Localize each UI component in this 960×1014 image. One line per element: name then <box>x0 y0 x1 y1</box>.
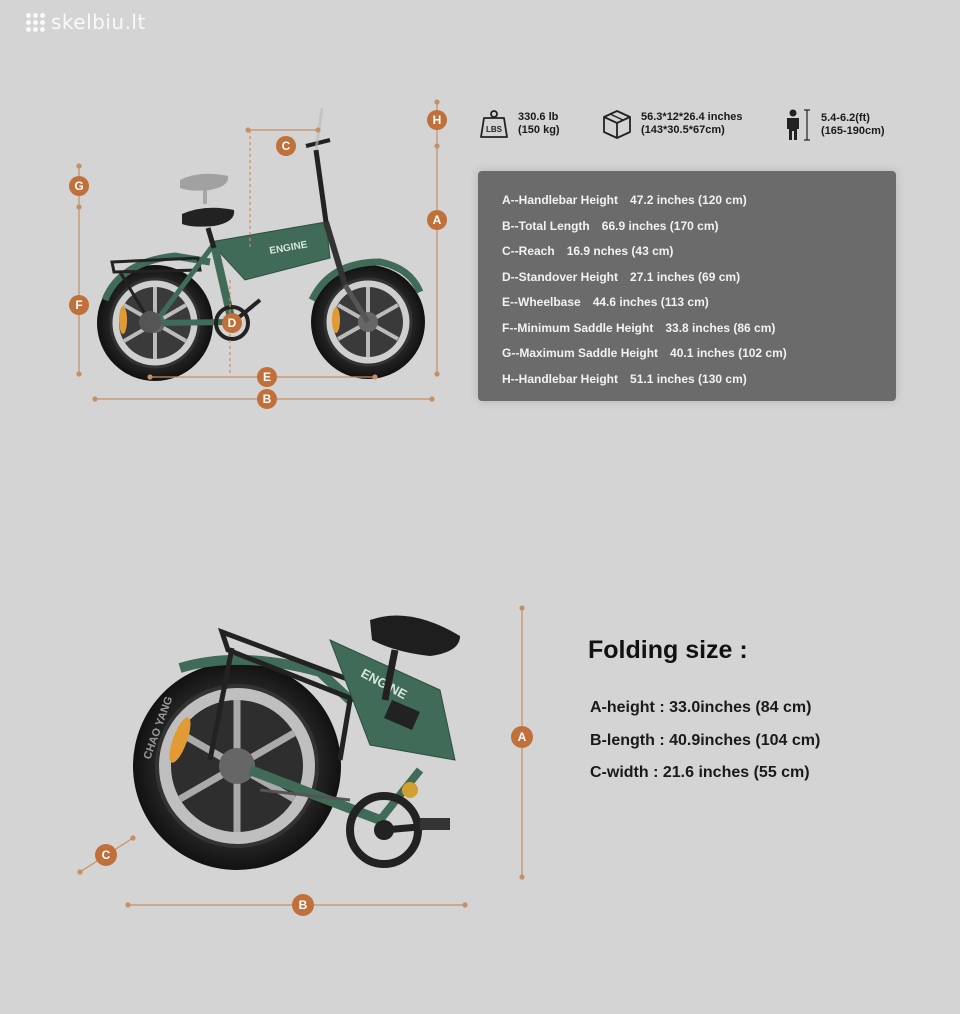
svg-text:LBS: LBS <box>486 125 503 134</box>
folding-width: C-width : 21.6 inches (55 cm) <box>590 764 810 781</box>
person-icon <box>787 109 810 141</box>
package-cm: (143*30.5*67cm) <box>641 124 725 136</box>
package-inches: 56.3*12*26.4 inches <box>641 111 743 123</box>
spec-package-size: 56.3*12*26.4 inches (143*30.5*67cm) <box>601 108 743 140</box>
marker-a: A <box>427 210 447 230</box>
marker-g: G <box>69 176 89 196</box>
folded-rear-wheel: CHAO YANG <box>133 662 341 870</box>
marker-e: E <box>257 367 277 387</box>
svg-text:G: G <box>74 179 83 193</box>
folded-marker-b: B <box>292 894 314 916</box>
folded-marker-a: A <box>511 726 533 748</box>
marker-f: F <box>69 295 89 315</box>
marker-d: D <box>222 313 242 333</box>
folding-length: B-length : 40.9inches (104 cm) <box>590 731 821 749</box>
ghost-saddle <box>180 173 229 204</box>
svg-text:H: H <box>433 113 442 127</box>
folded-markers: A B C <box>95 726 533 916</box>
svg-text:E: E <box>263 370 271 384</box>
watermark: skelbiu.lt <box>26 10 146 34</box>
svg-text:D: D <box>228 316 237 330</box>
svg-text:B: B <box>263 392 272 406</box>
unfolded-bike: ENGINE <box>97 107 425 381</box>
top-markers: H A C G F D E B <box>69 110 447 409</box>
weight-lb: 330.6 lb <box>518 111 559 123</box>
weight-lbs-icon: LBS <box>480 110 508 138</box>
watermark-logo-icon <box>26 12 45 32</box>
spec-weight: LBS 330.6 lb (150 kg) <box>478 108 560 140</box>
rider-height-ft: 5.4-6.2(ft) <box>821 112 870 124</box>
folding-height: A-height : 33.0inches (84 cm) <box>590 699 812 716</box>
svg-text:A: A <box>433 213 442 227</box>
rider-height-cm: (165-190cm) <box>821 125 885 137</box>
spec-rider-height: 5.4-6.2(ft) (165-190cm) <box>781 108 885 142</box>
folding-size-list: A-height : 33.0inches (84 cm) B-length :… <box>590 696 820 794</box>
marker-c: C <box>276 136 296 156</box>
marker-b: B <box>257 389 277 409</box>
svg-text:C: C <box>102 848 111 862</box>
watermark-text: skelbiu.lt <box>51 10 146 34</box>
weight-kg: (150 kg) <box>518 124 560 136</box>
svg-text:C: C <box>282 139 291 153</box>
folded-bike: CHAO YANG ENGINE <box>133 615 460 870</box>
folding-size-title: Folding size : <box>588 636 748 664</box>
svg-text:B: B <box>299 898 308 912</box>
box-icon <box>603 110 631 139</box>
svg-text:F: F <box>75 298 82 312</box>
svg-text:A: A <box>518 730 527 744</box>
folded-marker-c: C <box>95 844 117 866</box>
marker-h: H <box>427 110 447 130</box>
